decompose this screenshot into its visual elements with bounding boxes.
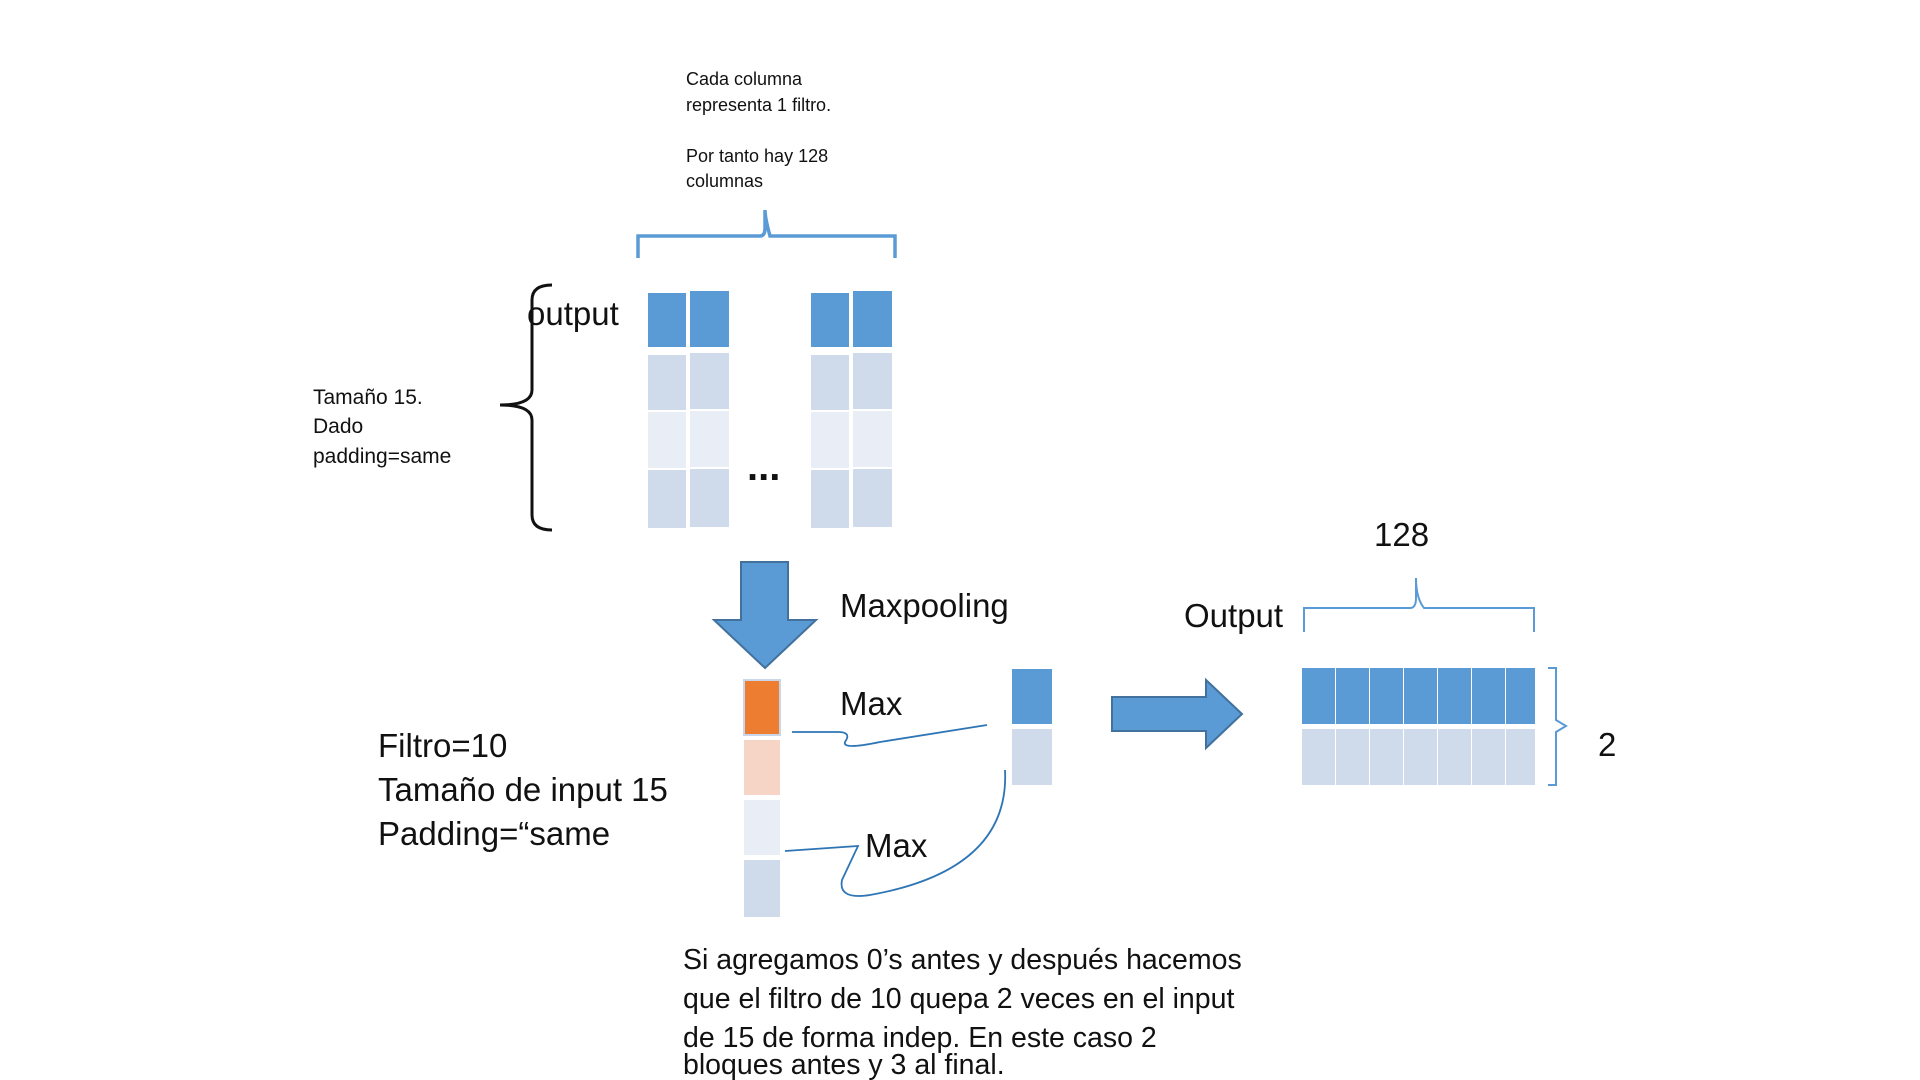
column1-row1-block — [648, 293, 686, 347]
output-row1-col6 — [1472, 668, 1505, 724]
column4-row1-block — [853, 291, 892, 347]
pooled-block-1 — [1012, 669, 1052, 724]
max-label-top: Max — [840, 685, 903, 722]
output-row1-col2 — [1336, 668, 1369, 724]
input-column — [743, 679, 781, 917]
output-row2-col5 — [1438, 729, 1471, 785]
output-row1-col1 — [1302, 668, 1335, 724]
width-value: 128 — [1374, 516, 1429, 553]
width-brace — [1303, 577, 1535, 632]
right-arrow-icon — [1111, 677, 1244, 751]
output-row2-col3 — [1370, 729, 1403, 785]
size-brace — [499, 283, 553, 532]
column2-row2-block — [690, 353, 729, 409]
input-block-3 — [744, 800, 780, 855]
column2-row1-block — [690, 291, 729, 347]
column3-row1-block — [811, 293, 849, 347]
filter-info: Filtro=10 Tamaño de input 15 Padding=“sa… — [378, 727, 677, 852]
size-note: Tamaño 15. Dado padding=same — [313, 386, 451, 468]
column1-row4-block — [648, 470, 686, 528]
padding-explanation: Si agregamos 0’s antes y después hacemos… — [683, 944, 1250, 1080]
column3-row4-block — [811, 470, 849, 528]
output-row2-col2 — [1336, 729, 1369, 785]
output-row2-col6 — [1472, 729, 1505, 785]
column2-row3-block — [690, 411, 729, 467]
column4-row4-block — [853, 469, 892, 527]
input-block-4 — [744, 860, 780, 917]
output-row1-col7 — [1506, 668, 1535, 724]
output-label: output — [527, 295, 619, 332]
down-arrow-icon — [711, 561, 819, 670]
height-brace — [1548, 667, 1568, 786]
output-row1-col3 — [1370, 668, 1403, 724]
height-value: 2 — [1598, 726, 1616, 763]
column4-row2-block — [853, 353, 892, 409]
input-block-1 — [743, 679, 781, 736]
maxpooling-label: Maxpooling — [840, 587, 1009, 624]
max-label-bottom: Max — [865, 827, 928, 864]
output-row1-col4 — [1404, 668, 1437, 724]
columns-brace — [636, 209, 897, 258]
ellipsis: ... — [747, 445, 780, 489]
input-block-2 — [744, 740, 780, 795]
output-row2-col1 — [1302, 729, 1335, 785]
column2-row4-block — [690, 469, 729, 527]
max-connector-bottom — [784, 769, 1006, 897]
output-row2-col4 — [1404, 729, 1437, 785]
column3-row3-block — [811, 412, 849, 468]
column1-row2-block — [648, 355, 686, 410]
filter-columns-grid — [648, 291, 892, 528]
column3-row2-block — [811, 355, 849, 410]
output-row1-col5 — [1438, 668, 1471, 724]
column4-row3-block — [853, 411, 892, 467]
output-grid — [1302, 668, 1535, 785]
output-right-label: Output — [1184, 597, 1283, 634]
max-connector-top — [792, 724, 988, 747]
output-row2-col7 — [1506, 729, 1535, 785]
column1-row3-block — [648, 412, 686, 468]
columns-note: Cada columna representa 1 filtro. Por ta… — [686, 69, 836, 191]
pooled-block-2 — [1012, 729, 1052, 785]
